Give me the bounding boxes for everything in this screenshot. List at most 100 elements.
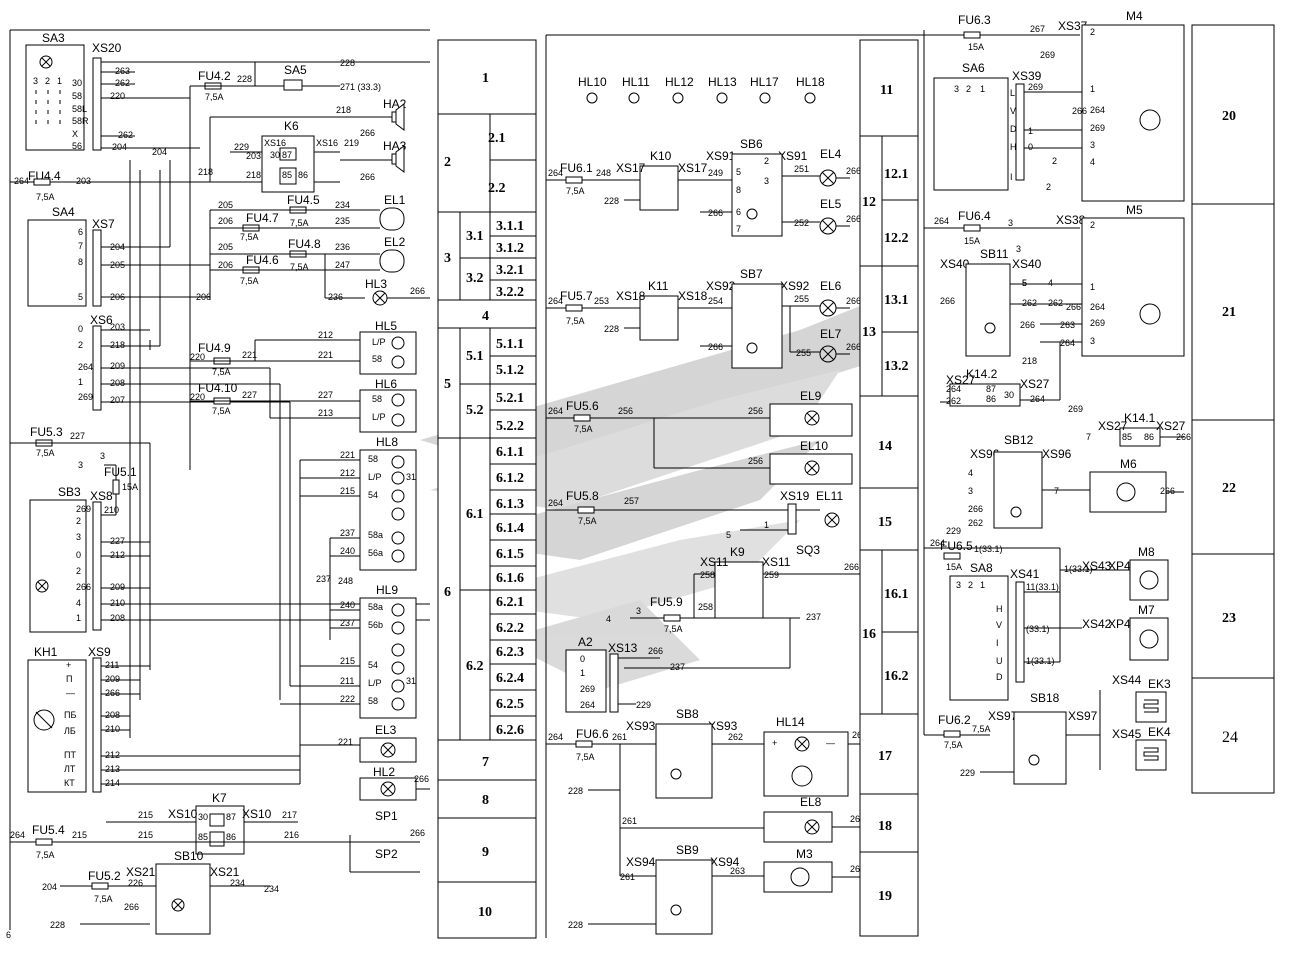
svg-text:221: 221 [338, 737, 353, 747]
svg-text:227: 227 [110, 536, 125, 546]
svg-text:228: 228 [568, 786, 583, 796]
svg-text:2: 2 [764, 156, 769, 166]
svg-text:254: 254 [708, 296, 723, 306]
svg-text:5: 5 [78, 292, 83, 302]
svg-text:5.2: 5.2 [466, 403, 484, 418]
svg-text:6.1.2: 6.1.2 [496, 471, 524, 486]
svg-text:2: 2 [444, 155, 451, 170]
svg-text:XS27: XS27 [946, 373, 976, 387]
svg-text:V: V [1010, 106, 1016, 116]
svg-text:87: 87 [986, 384, 996, 394]
svg-text:15A: 15A [946, 562, 962, 572]
svg-text:1: 1 [764, 520, 769, 530]
svg-text:XS37: XS37 [1058, 19, 1088, 33]
svg-text:222: 222 [340, 694, 355, 704]
svg-text:7,5A: 7,5A [290, 262, 309, 272]
indicator-lamps-row: HL10 HL11 HL12 HL13 HL17 HL18 [578, 75, 825, 104]
svg-text:266: 266 [940, 296, 955, 306]
svg-text:228: 228 [604, 324, 619, 334]
svg-text:0: 0 [76, 550, 81, 560]
svg-text:XS40: XS40 [940, 257, 970, 271]
svg-text:86: 86 [986, 394, 996, 404]
svg-text:85: 85 [282, 170, 292, 180]
svg-text:4: 4 [1048, 278, 1053, 288]
svg-text:1: 1 [482, 71, 489, 86]
svg-text:207: 207 [110, 395, 125, 405]
svg-text:2: 2 [1090, 220, 1095, 230]
svg-text:XS97: XS97 [988, 709, 1018, 723]
kh1-gauge-icon [33, 709, 55, 731]
svg-text:203: 203 [246, 151, 261, 161]
svg-text:264: 264 [548, 498, 563, 508]
svg-text:206: 206 [218, 216, 233, 226]
svg-text:FU6.6: FU6.6 [576, 727, 609, 741]
svg-text:252: 252 [794, 218, 809, 228]
svg-text:240: 240 [340, 600, 355, 610]
svg-text:58R: 58R [72, 116, 89, 126]
svg-text:266: 266 [846, 214, 861, 224]
svg-text:16.2: 16.2 [884, 669, 909, 684]
svg-text:M4: M4 [1126, 9, 1143, 23]
svg-text:6.1: 6.1 [466, 507, 484, 522]
svg-text:228: 228 [568, 920, 583, 930]
m5-motor-icon [1139, 303, 1161, 325]
svg-text:212: 212 [110, 550, 125, 560]
svg-text:7,5A: 7,5A [36, 192, 55, 202]
svg-text:58L: 58L [72, 104, 87, 114]
svg-text:7: 7 [78, 241, 83, 251]
svg-text:FU4.9: FU4.9 [198, 341, 231, 355]
svg-text:КТ: КТ [64, 778, 75, 788]
svg-text:216: 216 [284, 830, 299, 840]
svg-text:6.1.5: 6.1.5 [496, 547, 524, 562]
svg-text:3: 3 [1090, 140, 1095, 150]
svg-text:54: 54 [368, 490, 378, 500]
svg-text:6: 6 [736, 207, 741, 217]
svg-text:215: 215 [138, 810, 153, 820]
svg-text:EL9: EL9 [800, 389, 822, 403]
el10-lamp-icon [804, 460, 820, 476]
sb18-indicator-icon [1028, 754, 1040, 766]
svg-text:56a: 56a [368, 548, 383, 558]
svg-text:XS18: XS18 [678, 289, 708, 303]
svg-text:264: 264 [14, 176, 29, 186]
svg-text:XS21: XS21 [210, 865, 240, 879]
svg-text:228: 228 [50, 920, 65, 930]
svg-text:13.2: 13.2 [884, 359, 909, 374]
svg-text:XS91: XS91 [706, 149, 736, 163]
sb3-indicator-icon [35, 579, 49, 593]
svg-text:L/P: L/P [368, 472, 382, 482]
svg-text:261: 261 [620, 872, 635, 882]
sb6-indicator-icon [746, 208, 758, 220]
svg-text:SB11: SB11 [980, 247, 1009, 261]
svg-text:234: 234 [335, 200, 350, 210]
hl9-lamps [391, 603, 405, 711]
m6-motor-icon [1116, 482, 1136, 502]
svg-text:I: I [996, 638, 999, 648]
svg-text:217: 217 [282, 810, 297, 820]
svg-text:58: 58 [372, 354, 382, 364]
svg-text:M5: M5 [1126, 203, 1143, 217]
svg-text:266: 266 [410, 828, 425, 838]
sb9-indicator-icon [670, 904, 682, 916]
svg-text:6.2.5: 6.2.5 [496, 697, 524, 712]
svg-text:266: 266 [1066, 302, 1081, 312]
svg-text:0: 0 [580, 654, 585, 664]
svg-text:204: 204 [152, 147, 167, 157]
svg-text:SP2: SP2 [375, 847, 398, 861]
svg-text:4: 4 [606, 614, 611, 624]
svg-text:87: 87 [226, 812, 236, 822]
svg-text:11(33.1): 11(33.1) [1026, 582, 1059, 592]
svg-text:L/P: L/P [368, 678, 382, 688]
svg-text:13.1: 13.1 [884, 293, 909, 308]
svg-text:L: L [1010, 88, 1015, 98]
svg-text:266: 266 [414, 774, 429, 784]
svg-text:237: 237 [340, 528, 355, 538]
svg-text:XS45: XS45 [1112, 727, 1142, 741]
hl8-lamps [391, 455, 405, 563]
svg-text:6: 6 [444, 585, 451, 600]
svg-text:251: 251 [794, 164, 809, 174]
svg-text:237: 237 [316, 574, 331, 584]
svg-text:269: 269 [1040, 50, 1055, 60]
svg-text:HL3: HL3 [365, 277, 387, 291]
svg-text:HL12: HL12 [665, 75, 694, 89]
